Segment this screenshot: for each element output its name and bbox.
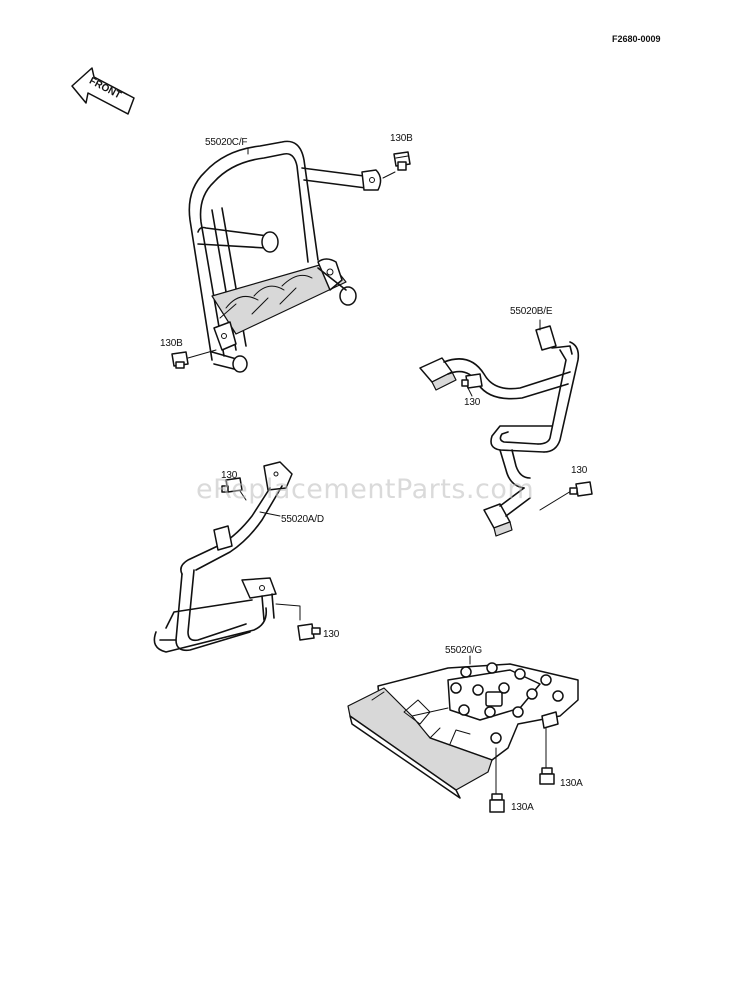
skid-plate-55020-g[interactable] xyxy=(347,662,579,799)
bolt-130a-left-icon[interactable] xyxy=(489,793,505,813)
bolt-130-right-lower-icon[interactable] xyxy=(569,481,593,497)
drawing-id: F2680-0009 xyxy=(612,34,661,44)
bolt-130a-right-icon[interactable] xyxy=(539,767,555,785)
callout-130-right-upper[interactable]: 130 xyxy=(464,397,481,408)
callout-130a-left[interactable]: 130A xyxy=(511,802,534,813)
callout-55020a-d[interactable]: 55020A/D xyxy=(281,514,324,525)
callout-55020c-f[interactable]: 55020C/F xyxy=(205,137,248,148)
bolt-130b-top-icon[interactable] xyxy=(393,151,411,171)
front-arrow-icon xyxy=(71,67,135,115)
callout-55020b-e[interactable]: 55020B/E xyxy=(510,306,553,317)
callout-130b-top[interactable]: 130B xyxy=(390,133,413,144)
callout-130-left-upper[interactable]: 130 xyxy=(221,470,238,481)
callout-130a-right[interactable]: 130A xyxy=(560,778,583,789)
callout-130-left-lower[interactable]: 130 xyxy=(323,629,340,640)
callout-130-right-lower[interactable]: 130 xyxy=(571,465,588,476)
left-guard-55020a-d[interactable] xyxy=(153,461,293,653)
bolt-130-left-upper-icon[interactable] xyxy=(221,477,243,493)
bolt-130-right-upper-icon[interactable] xyxy=(461,373,483,389)
bolt-130-left-lower-icon[interactable] xyxy=(297,623,321,641)
callout-130b-left[interactable]: 130B xyxy=(160,338,183,349)
watermark-text: eReplacementParts.com xyxy=(196,474,535,505)
bolt-130b-left-icon[interactable] xyxy=(171,351,189,369)
callout-55020-g[interactable]: 55020/G xyxy=(445,645,482,656)
leader-lines-front xyxy=(187,147,396,359)
front-guard-55020c-f[interactable] xyxy=(188,140,382,373)
leader-lines-skid xyxy=(469,655,547,795)
